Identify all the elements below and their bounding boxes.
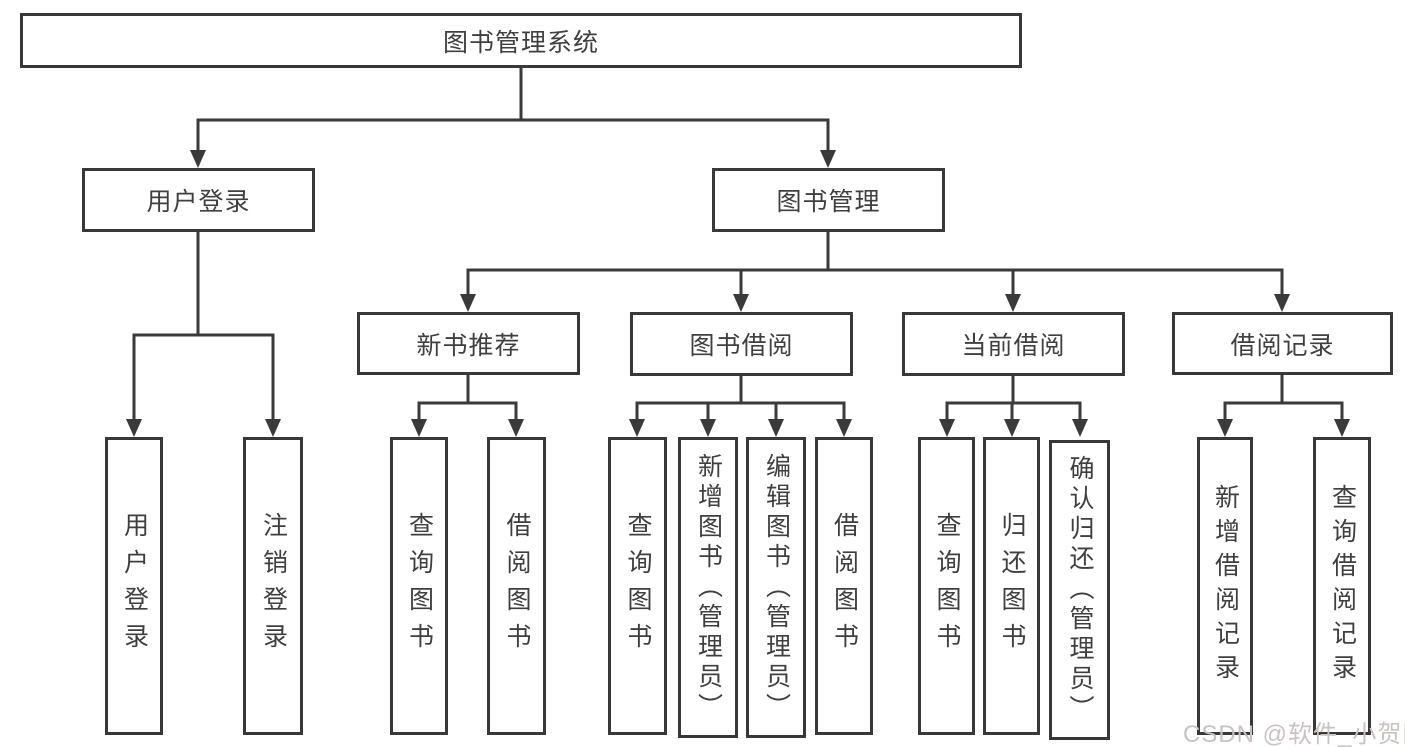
node-label: 用户登录	[120, 512, 149, 660]
node-book-management: 图书管理	[712, 168, 945, 232]
leaf-query-borrow-record: 查询借阅记录	[1313, 437, 1371, 735]
leaf-recommend-borrow-book: 借阅图书	[487, 437, 546, 735]
node-label: 新增借阅记录	[1211, 484, 1240, 688]
edge-borrow-records-to-leaves	[1217, 375, 1350, 437]
node-label: 查询借阅记录	[1328, 484, 1357, 688]
node-label: 编辑图书（管理员）	[762, 452, 791, 723]
leaf-user-login: 用户登录	[105, 437, 163, 735]
leaf-edit-book-admin: 编辑图书（管理员）	[746, 437, 806, 738]
node-label: 新增图书（管理员）	[694, 452, 723, 723]
node-current-borrow: 当前借阅	[902, 312, 1125, 376]
csdn-watermark: CSDN @软件_小贺同学	[1183, 721, 1405, 747]
node-label: 借阅记录	[1230, 331, 1335, 360]
leaf-logout: 注销登录	[243, 437, 303, 735]
node-label: 归还图书	[998, 512, 1026, 660]
node-label: 查询图书	[933, 512, 961, 660]
node-label: 借阅图书	[830, 512, 859, 660]
leaf-return-book: 归还图书	[983, 437, 1040, 735]
node-label: 查询图书	[624, 512, 652, 660]
edge-user-login-to-leaves	[126, 232, 281, 437]
leaf-recommend-query-book: 查询图书	[390, 437, 448, 735]
edge-book-borrow-to-leaves	[629, 375, 852, 437]
node-label: 注销登录	[259, 512, 288, 660]
edge-new-book-rec-to-leaves	[411, 375, 524, 437]
leaf-borrow-query-book: 查询图书	[608, 437, 667, 735]
edge-root-to-level2	[190, 68, 836, 168]
node-label: 新书推荐	[416, 331, 521, 360]
node-label: 图书借阅	[689, 332, 794, 360]
node-new-book-recommend: 新书推荐	[357, 312, 580, 375]
node-label: 确认归还（管理员）	[1066, 455, 1094, 725]
edge-current-borrow-to-leaves	[939, 375, 1088, 437]
node-label: 用户登录	[146, 188, 251, 216]
node-borrow-records: 借阅记录	[1172, 312, 1393, 375]
leaf-current-query-book: 查询图书	[918, 437, 975, 735]
node-label: 图书管理系统	[442, 28, 599, 57]
leaf-add-book-admin: 新增图书（管理员）	[678, 437, 738, 738]
node-root-library-system: 图书管理系统	[20, 13, 1022, 68]
node-label: 借阅图书	[503, 512, 531, 660]
edge-book-mgmt-to-level3	[460, 232, 1290, 312]
node-book-borrow: 图书借阅	[630, 312, 853, 376]
node-label: 查询图书	[405, 512, 434, 660]
node-label: 当前借阅	[961, 332, 1066, 360]
node-label: 图书管理	[776, 188, 881, 216]
leaf-borrow-borrow-book: 借阅图书	[815, 437, 873, 735]
leaf-confirm-return-admin: 确认归还（管理员）	[1049, 440, 1110, 740]
node-user-login: 用户登录	[82, 168, 315, 232]
leaf-add-borrow-record: 新增借阅记录	[1197, 437, 1253, 735]
